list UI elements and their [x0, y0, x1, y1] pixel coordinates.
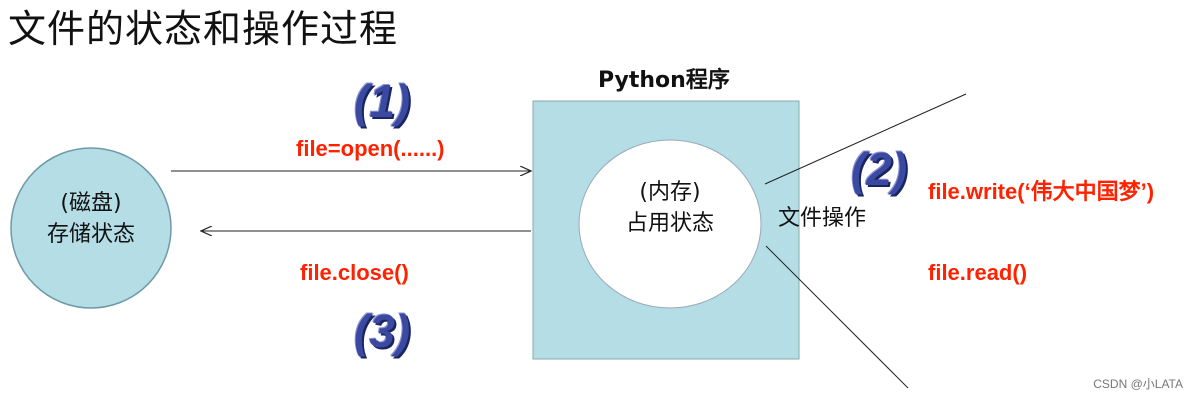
- write-code: file.write(‘伟大中国梦’): [928, 179, 1155, 204]
- disk-state-line2: 存储状态: [46, 222, 135, 247]
- memory-state-line2: 占用状态: [625, 211, 714, 236]
- step-three-number: (3): [354, 305, 411, 357]
- disk-circle: [10, 147, 172, 309]
- watermark: CSDN @小LATA: [1093, 377, 1183, 391]
- disk-state-line1: (磁盘): [60, 191, 122, 216]
- file-operation-label: 文件操作: [778, 206, 867, 231]
- step-one-number: (1): [354, 75, 411, 127]
- write-line: [764, 93, 967, 185]
- open-code: file=open(......): [296, 136, 445, 161]
- memory-circle: [578, 139, 762, 309]
- step-two-number: (2): [851, 143, 908, 195]
- diagram-title: 文件的状态和操作过程: [8, 7, 399, 51]
- memory-state-label: (内存) 占用状态: [610, 177, 730, 239]
- read-code: file.read(): [928, 260, 1028, 285]
- close-code: file.close(): [300, 260, 409, 285]
- python-program-label: Python程序: [598, 68, 730, 93]
- read-line: [765, 245, 909, 389]
- memory-state-line1: (内存): [639, 180, 701, 205]
- disk-state-label: (磁盘) 存储状态: [31, 188, 151, 250]
